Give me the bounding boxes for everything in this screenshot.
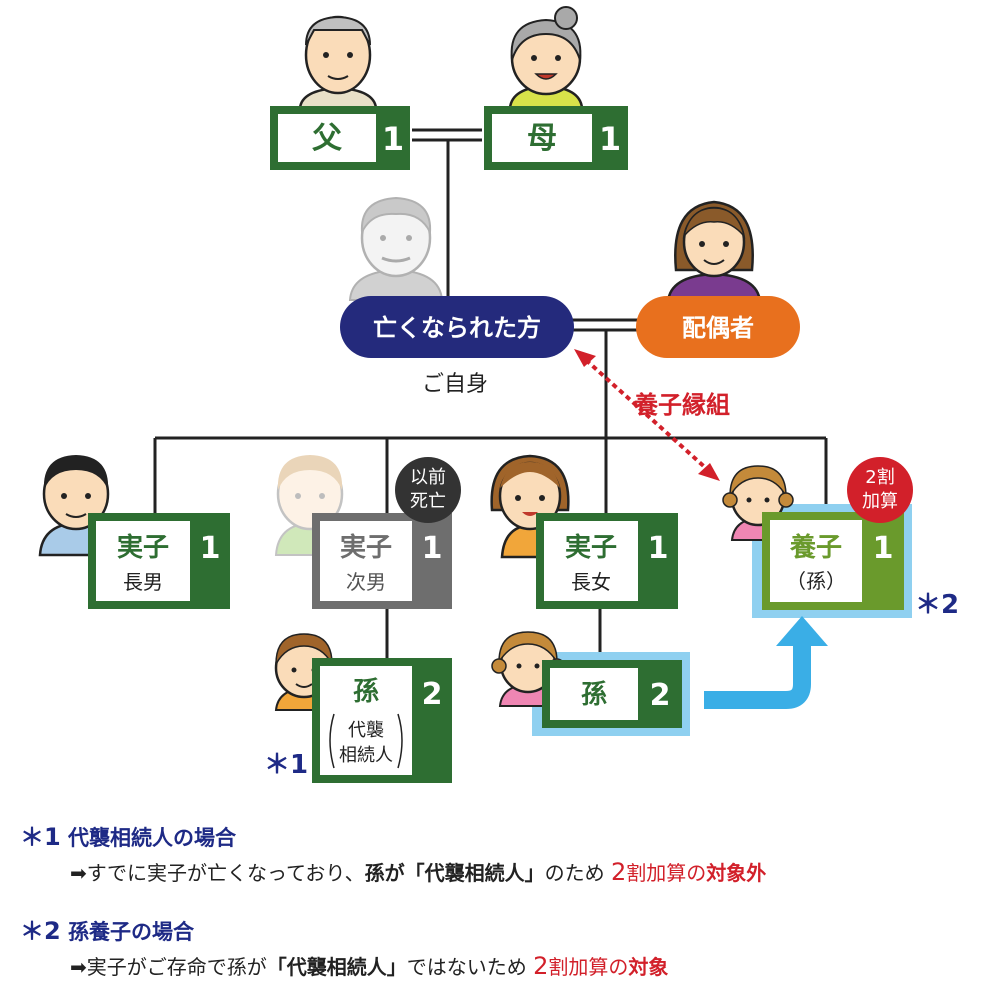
grandson-sub-line1: 代襲 [348, 720, 384, 741]
second-son-box: 実子 次男 1 [312, 513, 452, 609]
deceased-earlier-badge-line2: 死亡 [410, 491, 446, 512]
blue-arrow [704, 616, 828, 709]
surcharge-badge: 2割 加算 [847, 457, 913, 523]
father-box: 父 1 [270, 106, 410, 170]
note-2-num: 2 [533, 952, 549, 980]
note-2-t1: 実子がご存命で孫が [86, 955, 267, 979]
note-2-t6: 対象 [628, 955, 669, 979]
adoption-arrow [574, 349, 720, 481]
mark-1: ＊1 [264, 750, 308, 780]
note-1-t6: 対象外 [706, 861, 767, 885]
granddaughter-share: 2 [650, 678, 671, 713]
note-2-mark: ＊2 [20, 917, 61, 945]
granddaughter-box: 孫 2 [542, 660, 682, 728]
eldest-son-sub: 長男 [123, 570, 163, 594]
note-2-arrow-icon: ➡ [70, 955, 87, 979]
eldest-daughter-box: 実子 長女 1 [536, 513, 678, 609]
eldest-son-share: 1 [200, 531, 221, 566]
note-1-mark: ＊1 [20, 823, 61, 851]
note-2-line: ➡実子がご存命で孫が「代襲相続人」ではないため 2割加算の対象 [70, 951, 668, 980]
note-2-t5: の [608, 955, 629, 979]
note-1-t3: のため [544, 861, 605, 885]
second-son-label: 実子 [340, 532, 392, 563]
deceased-earlier-badge-line1: 以前 [410, 467, 446, 488]
surcharge-badge-line1: 2割 [865, 467, 894, 488]
father-label: 父 [312, 121, 342, 156]
note-1-t5: の [686, 861, 707, 885]
grandson-label: 孫 [353, 677, 379, 707]
eldest-son-label: 実子 [117, 532, 169, 563]
second-son-sub: 次男 [346, 570, 386, 594]
mother-label: 母 [527, 121, 557, 156]
note-1-line: ➡すでに実子が亡くなっており、孫が「代襲相続人」のため 2割加算の対象外 [70, 857, 766, 886]
deceased-earlier-badge: 以前 死亡 [395, 457, 461, 523]
note-2-t2: 「代襲相続人」 [266, 955, 407, 979]
eldest-daughter-icon [490, 454, 570, 559]
note-1-title-text: 代襲相続人の場合 [68, 826, 237, 850]
eldest-daughter-label: 実子 [565, 532, 617, 563]
note-2-t3: ではないため [406, 955, 527, 979]
spouse-node: 配偶者 [636, 296, 800, 358]
note-2-title: ＊2 孫養子の場合 [20, 911, 194, 946]
eldest-daughter-sub: 長女 [571, 570, 611, 594]
adoption-label: 養子縁組 [634, 391, 730, 419]
grandson-box: 孫 代襲 相続人 2 [312, 658, 452, 783]
spouse-label: 配偶者 [682, 314, 754, 342]
eldest-daughter-share: 1 [648, 531, 669, 566]
second-son-share: 1 [422, 531, 443, 566]
note-1-t4: 割加算 [626, 861, 687, 885]
family-tree-diagram: 養子縁組 父 1 母 1 [38, 6, 959, 783]
note-1-arrow-icon: ➡ [70, 861, 87, 885]
note-1-t1: すでに実子が亡くなっており、 [86, 861, 365, 885]
adopted-grandchild-sub: （孫） [786, 569, 846, 593]
deceased-sub-label: ご自身 [422, 372, 488, 397]
grandson-sub-line2: 相続人 [339, 745, 393, 766]
note-2-title-text: 孫養子の場合 [68, 920, 195, 944]
mother-share: 1 [599, 120, 621, 158]
grandson-share: 2 [422, 677, 443, 712]
note-1-num: 2 [610, 858, 627, 886]
granddaughter-label: 孫 [581, 680, 607, 710]
spouse-icon [666, 200, 762, 304]
note-1-t2: 孫が「代襲相続人」 [364, 861, 545, 885]
deceased-label: 亡くなられた方 [373, 314, 541, 342]
mark-2: ＊2 [915, 590, 959, 620]
grandfather-icon [298, 15, 378, 110]
adopted-grandchild-box: 養子 （孫） 1 [762, 512, 904, 610]
note-2-t4: 割加算 [548, 955, 609, 979]
adopted-grandchild-label: 養子 [789, 533, 842, 563]
note-1-title: ＊1 代襲相続人の場合 [20, 817, 236, 852]
mother-box: 母 1 [484, 106, 628, 170]
surcharge-badge-line2: 加算 [862, 491, 898, 512]
deceased-node: 亡くなられた方 [340, 296, 574, 358]
eldest-son-box: 実子 長男 1 [88, 513, 230, 609]
grandmother-icon [508, 6, 584, 110]
deceased-person-icon [348, 196, 444, 301]
father-share: 1 [382, 120, 404, 158]
adopted-grandchild-share: 1 [873, 531, 894, 566]
